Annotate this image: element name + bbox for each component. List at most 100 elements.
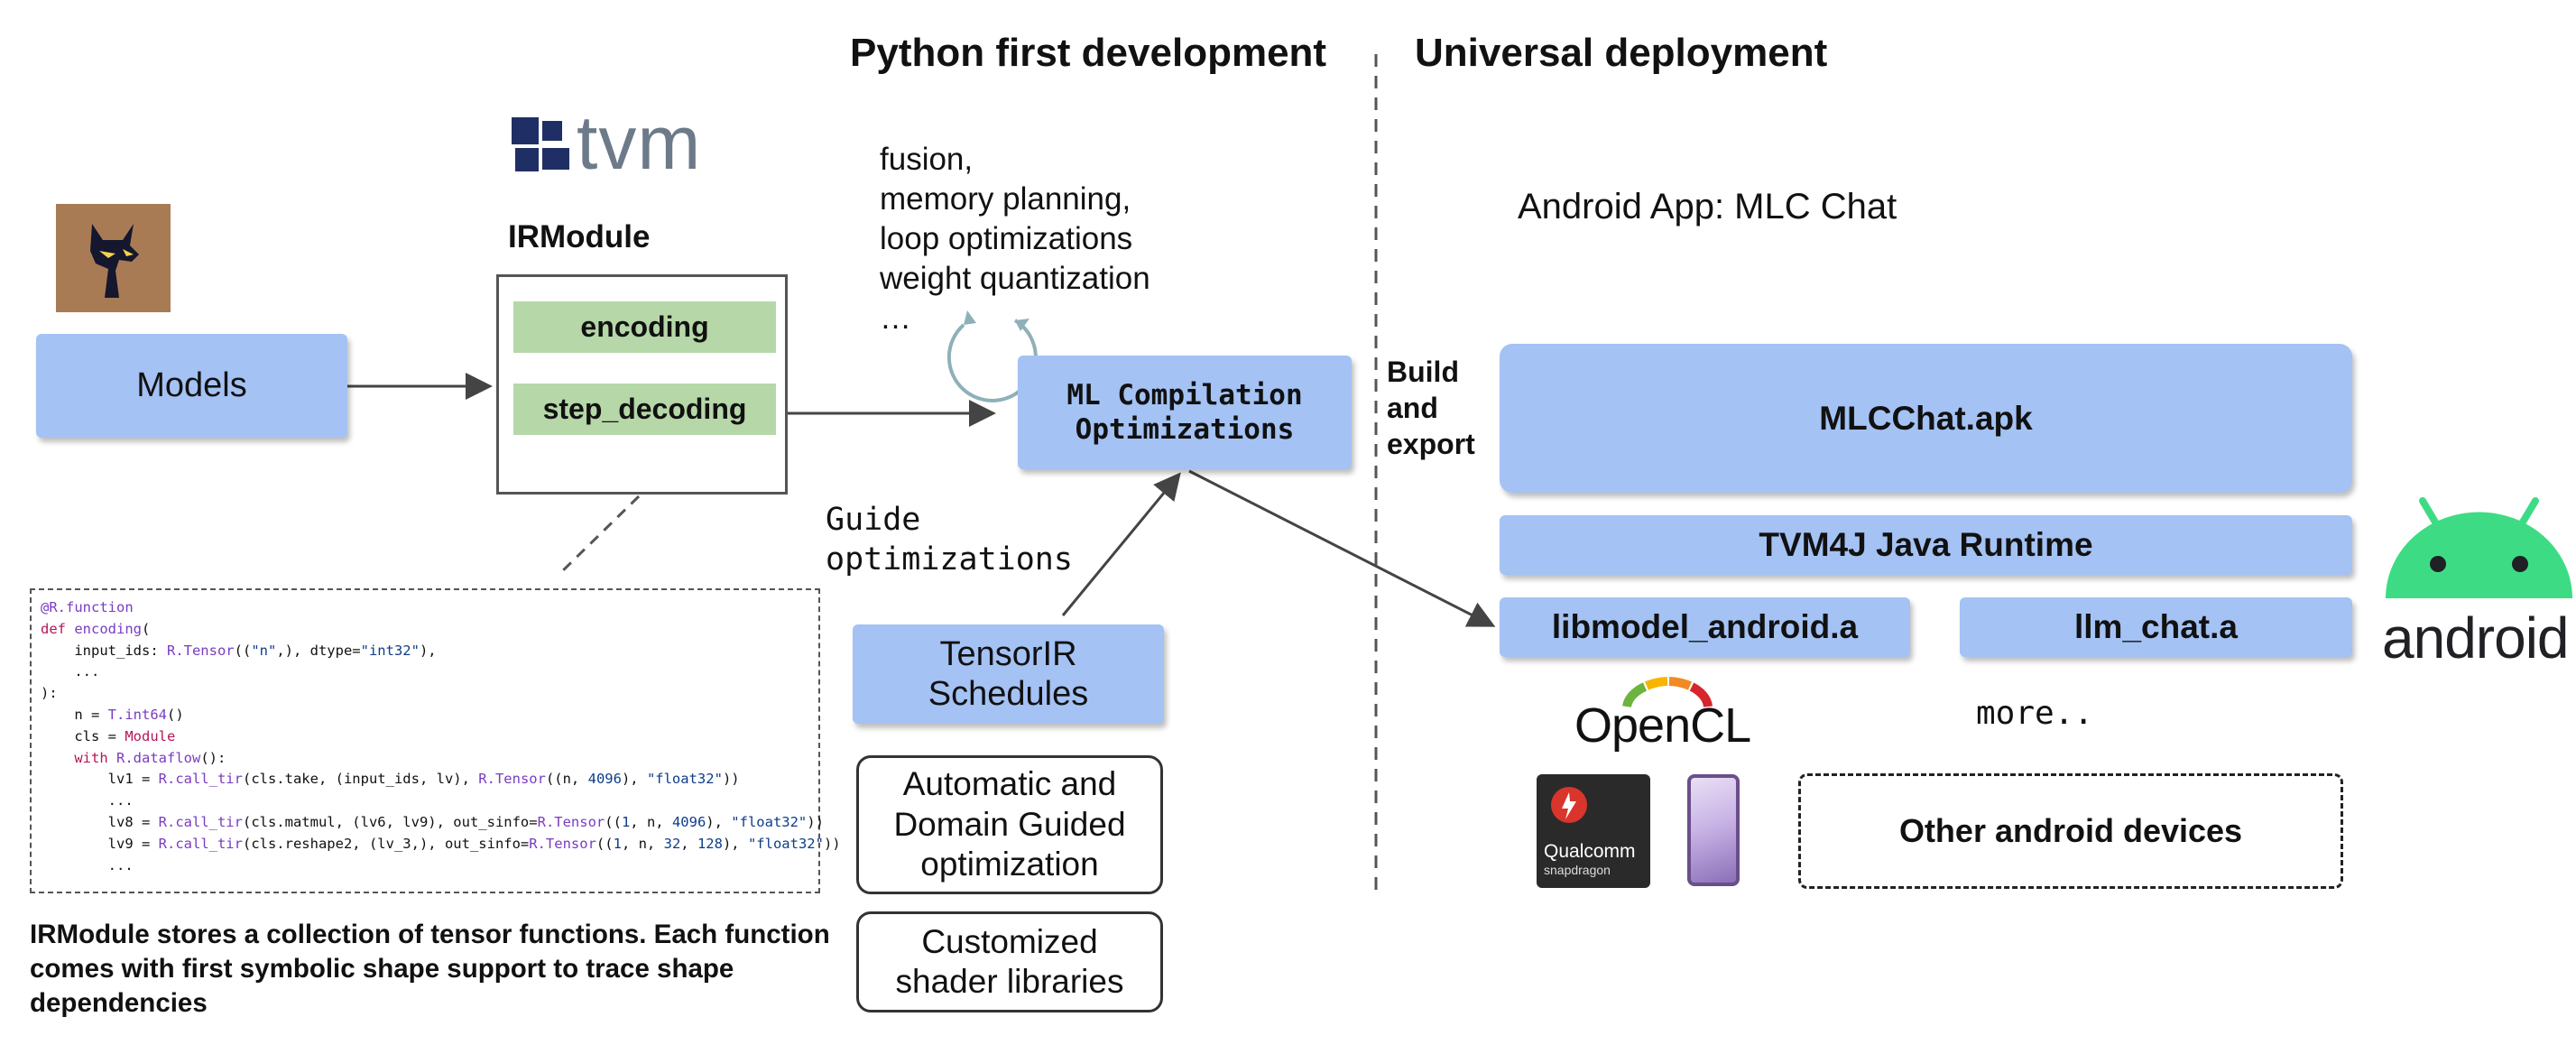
irmodule-function-step-decoding: step_decoding [513,384,776,435]
code-token: def [41,620,75,637]
code-token: , n, [630,813,672,830]
mlc-to-libmodel-arrow [1188,469,1496,627]
ml-compilation-box: ML Compilation Optimizations [1018,356,1352,469]
code-token: ... [41,663,100,680]
code-token: 4096 [671,813,706,830]
tvm-logo: tvm [512,100,737,185]
code-token: 1 [613,835,622,852]
opencl-text: OpenCL [1574,698,1751,753]
guide-optimizations-label: Guide optimizations [826,502,1073,578]
code-token: R.call_tir [158,771,243,788]
code-token: , n, [621,835,664,852]
automatic-optimization-box: Automatic and Domain Guided optimization [856,755,1163,894]
code-line: cls = Module [41,726,809,748]
code-token: ,), dtype= [276,642,361,659]
code-token: "float32" [646,771,723,788]
tvm4j-runtime-box: TVM4J Java Runtime [1500,515,2352,575]
code-token: R.Tensor [166,642,235,659]
qualcomm-chip: Qualcomm snapdragon [1537,774,1650,888]
cycle-icon [946,310,1038,402]
code-token: R.Tensor [529,835,596,852]
code-line: ... [41,855,809,877]
code-token: Module [125,727,176,744]
code-token: ( [141,620,151,637]
opencl-logo: OpenCL [1574,672,1755,758]
code-token: 32 [663,835,681,852]
code-line: ... [41,661,809,683]
code-line: lv8 = R.call_tir(cls.matmul, (lv6, lv9),… [41,812,824,834]
python-first-heading: Python first development [850,31,1327,75]
code-token: ... [41,856,134,874]
code-line: lv1 = R.call_tir(cls.take, (input_ids, l… [41,769,809,790]
code-token: (cls.reshape2, (lv_3,), out_sinfo= [242,835,530,852]
snapdragon-icon [1551,787,1587,823]
android-wordmark: android [2382,606,2569,670]
irmodule-title: IRModule [508,219,651,254]
code-token: "int32" [360,642,420,659]
optimization-item: weight quantization [880,261,1150,296]
code-token: )) [722,771,740,788]
snapdragon-text: snapdragon [1544,863,1611,877]
code-token: )) [823,835,841,852]
code-token [41,750,74,766]
tvm-logo-text: tvm [577,100,702,185]
code-token: )) [807,813,824,830]
optimization-item: loop optimizations [880,221,1133,256]
code-token: , [680,835,697,852]
libmodel-android-box: libmodel_android.a [1500,597,1910,657]
code-token: (( [596,835,614,852]
code-token: n = [41,706,108,723]
code-token: R.call_tir [158,835,243,852]
code-line: input_ids: R.Tensor(("n",), dtype="int32… [41,641,809,662]
code-token: lv8 = [41,813,159,830]
code-token: ), [621,771,647,788]
code-line: n = T.int64() [41,705,809,726]
code-token: (cls.matmul, (lv6, lv9), out_sinfo= [242,813,538,830]
more-label: more.. [1976,695,2094,732]
code-token: R.dataflow [116,749,201,766]
tvm-logo-icon [512,117,569,171]
irmodule-caption: IRModule stores a collection of tensor f… [30,920,830,1018]
shader-libraries-box: Customized shader libraries [856,911,1163,1012]
qualcomm-text: Qualcomm [1544,841,1636,862]
code-token: 4096 [587,771,622,788]
models-box: Models [36,334,347,438]
code-line: def encoding( [41,619,809,641]
code-token: "n" [251,642,277,659]
code-token: 128 [697,835,723,852]
llama-icon [56,204,171,312]
code-line: ): [41,683,809,705]
phone-icon [1687,774,1740,886]
llm-chat-box: llm_chat.a [1960,597,2352,657]
code-token: with [74,749,116,766]
code-token: ), [722,835,748,852]
mlcchat-apk-box: MLCChat.apk [1500,344,2352,493]
code-token: (( [234,642,252,659]
section-divider [1374,54,1378,898]
code-token: cls = [41,727,125,744]
universal-deployment-heading: Universal deployment [1415,31,1828,75]
code-token: encoding [74,620,142,637]
code-token: "float32" [731,813,808,830]
code-token: (cls.take, (input_ids, lv), [242,771,479,788]
optimization-item: … [880,300,911,336]
optimization-item: memory planning, [880,181,1131,217]
code-line: with R.dataflow(): [41,748,809,770]
code-token: lv1 = [41,771,159,788]
android-app-title: Android App: MLC Chat [1518,187,1897,227]
code-line: @R.function [41,597,809,619]
code-token: ((n, [545,771,588,788]
code-token: (): [200,749,226,766]
code-token: ): [41,685,58,702]
code-line: ... [41,790,809,812]
other-android-devices-box: Other android devices [1798,773,2343,889]
optimizations-list: fusion, memory planning, loop optimization… [880,140,1150,338]
tensorir-to-mlc-arrow [1061,472,1181,616]
optimization-item: fusion, [880,142,974,177]
build-export-label: Build and export [1387,356,1475,460]
opencl-arc-icon [1622,677,1713,708]
code-line: lv9 = R.call_tir(cls.reshape2, (lv_3,), … [41,834,841,855]
android-robot-icon [2386,497,2572,598]
